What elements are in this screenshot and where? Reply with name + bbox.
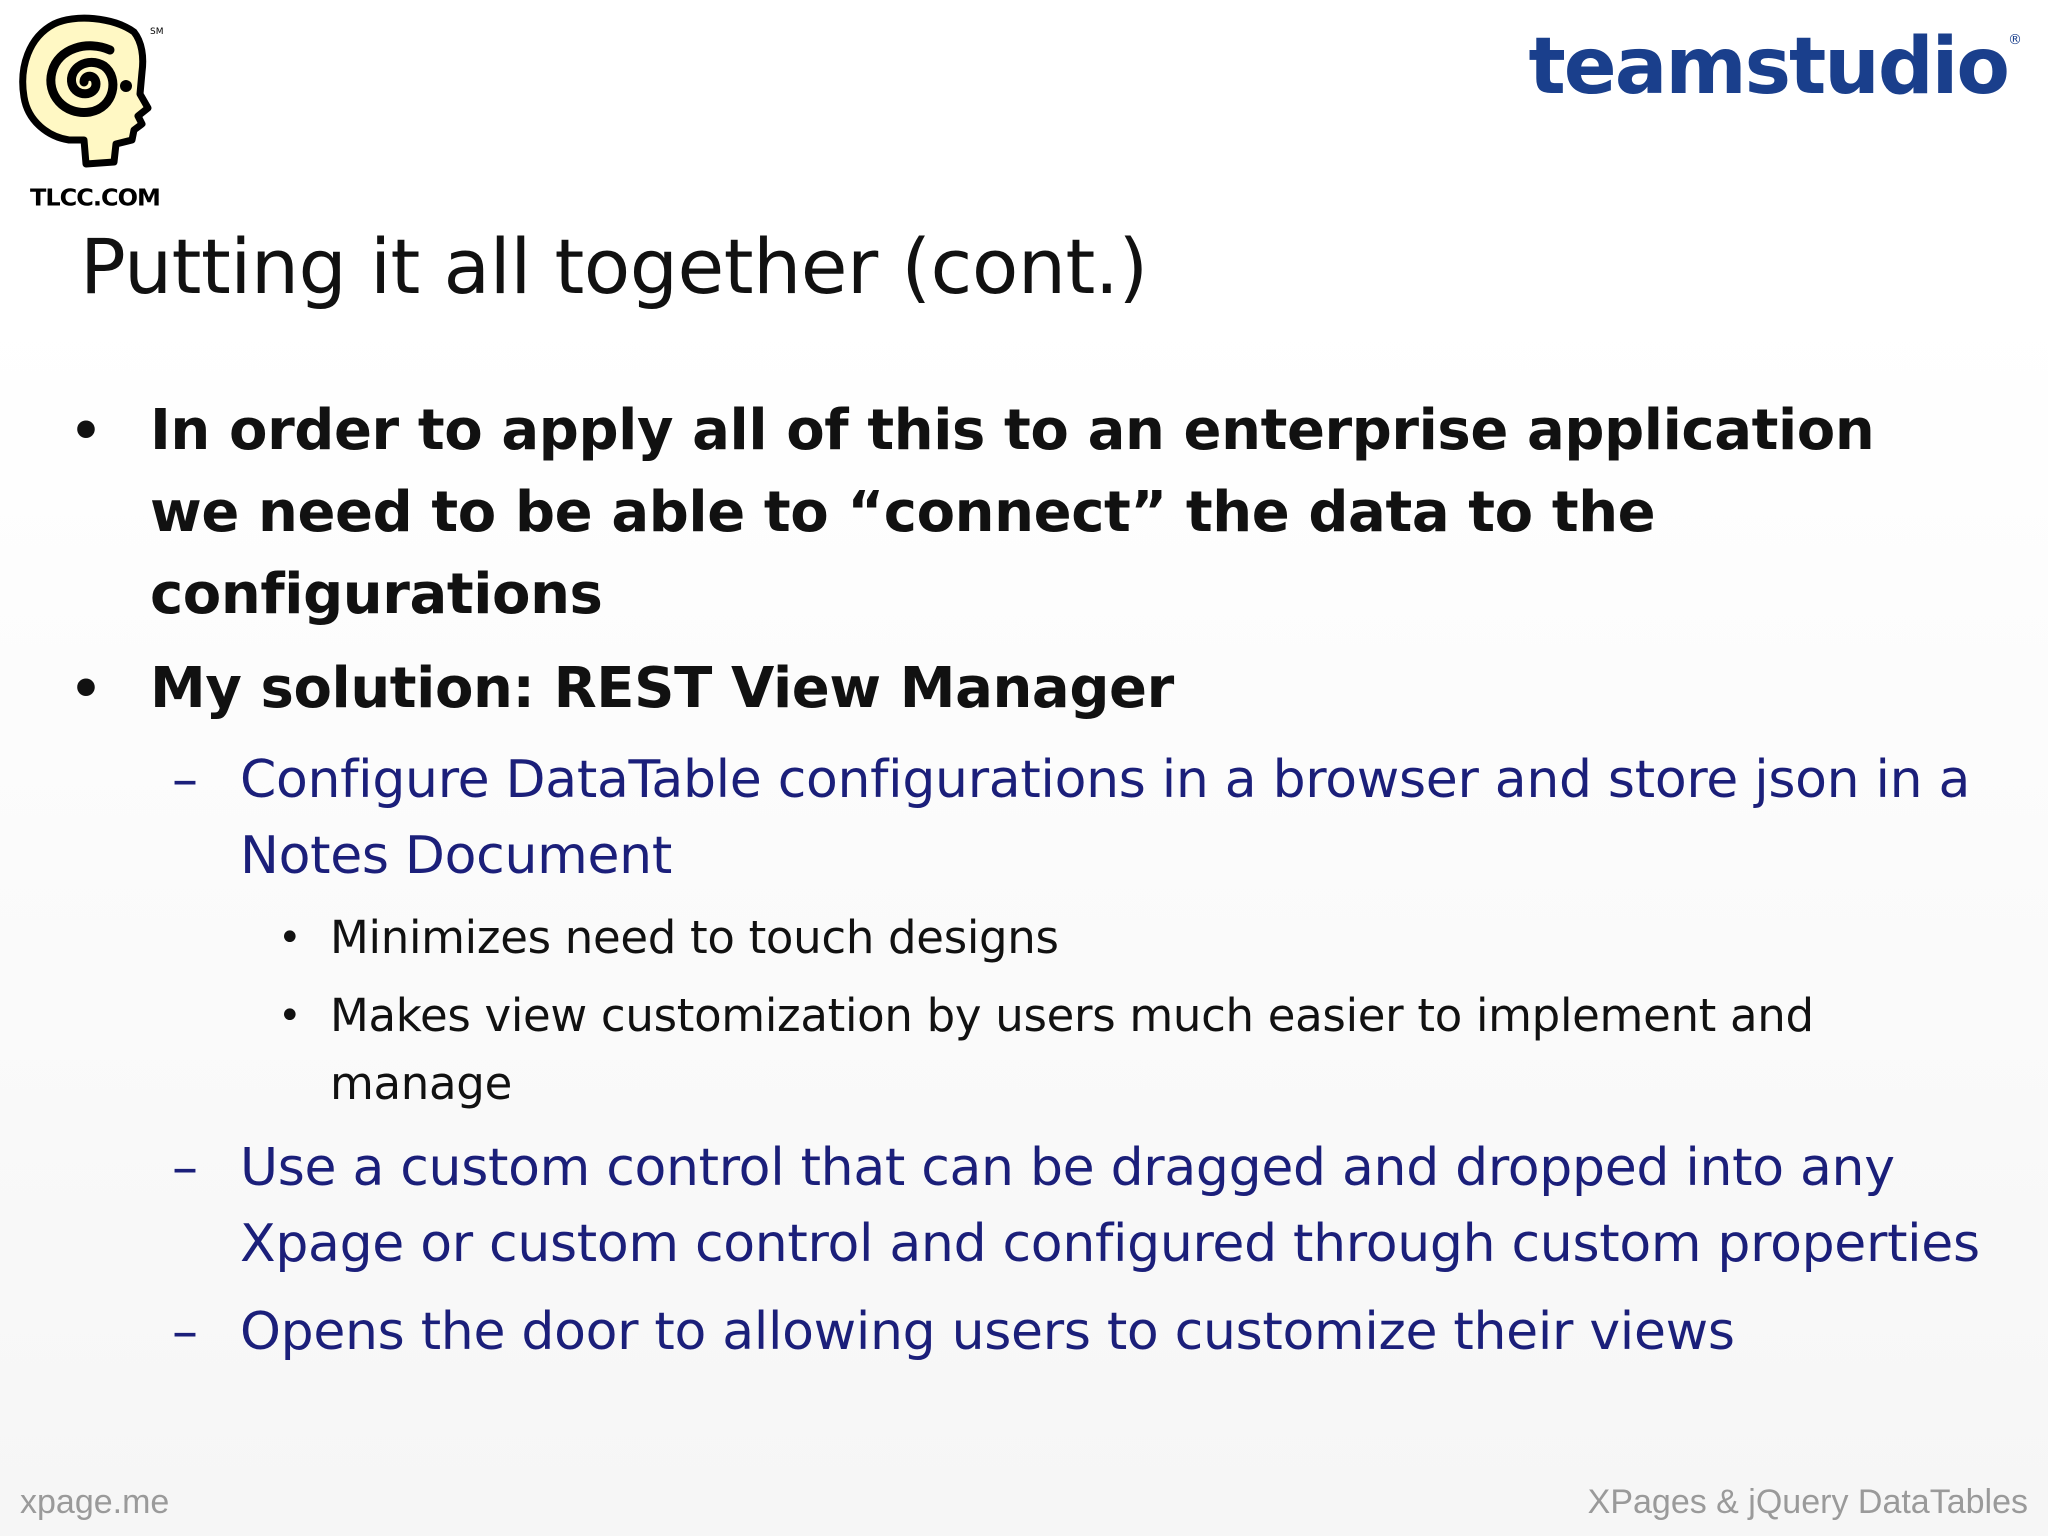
registered-mark: ® [2008,32,2022,48]
dash-icon: – [172,1302,198,1362]
tlcc-head-spiral-icon: SM [14,12,174,212]
dash-level2-item: – Use a custom control that can be dragg… [172,1130,1980,1282]
bullet-icon: • [70,660,102,718]
dash-level2-item: – Configure DataTable configurations in … [172,742,1980,894]
slide-title: Putting it all together (cont.) [80,222,1148,311]
svg-text:SM: SM [150,27,163,37]
bullet-level3-item: • Makes view customization by users much… [278,982,1970,1118]
footer-left-text: xpage.me [20,1483,170,1521]
dash-icon: – [172,1138,198,1198]
teamstudio-logo: teamstudio® [1528,22,2023,112]
dash-text: Use a custom control that can be dragged… [240,1138,1980,1274]
dash-icon: – [172,750,198,810]
bullet-icon: • [278,915,302,961]
dash-text: Configure DataTable configurations in a … [240,750,1971,886]
bullet-text: My solution: REST View Manager [150,656,1174,721]
dash-text: Opens the door to allowing users to cust… [240,1302,1735,1362]
bullet-text: Makes view customization by users much e… [330,989,1814,1110]
bullet-level1-item: • My solution: REST View Manager [70,648,1980,730]
bullet-icon: • [70,402,102,460]
bullet-level3-item: • Minimizes need to touch designs [278,904,1970,972]
footer-right-text: XPages & jQuery DataTables [1587,1483,2028,1521]
teamstudio-logo-text: teamstudio [1528,22,2010,112]
slide-body: • In order to apply all of this to an en… [0,390,2048,1370]
bullet-icon: • [278,993,302,1039]
bullet-text: Minimizes need to touch designs [330,911,1059,964]
bullet-level1-item: • In order to apply all of this to an en… [70,390,1980,636]
bullet-text: In order to apply all of this to an ente… [150,398,1875,627]
dash-level2-item: – Opens the door to allowing users to cu… [172,1294,1980,1370]
tlcc-logo-text: TLCC.COM [30,184,161,212]
